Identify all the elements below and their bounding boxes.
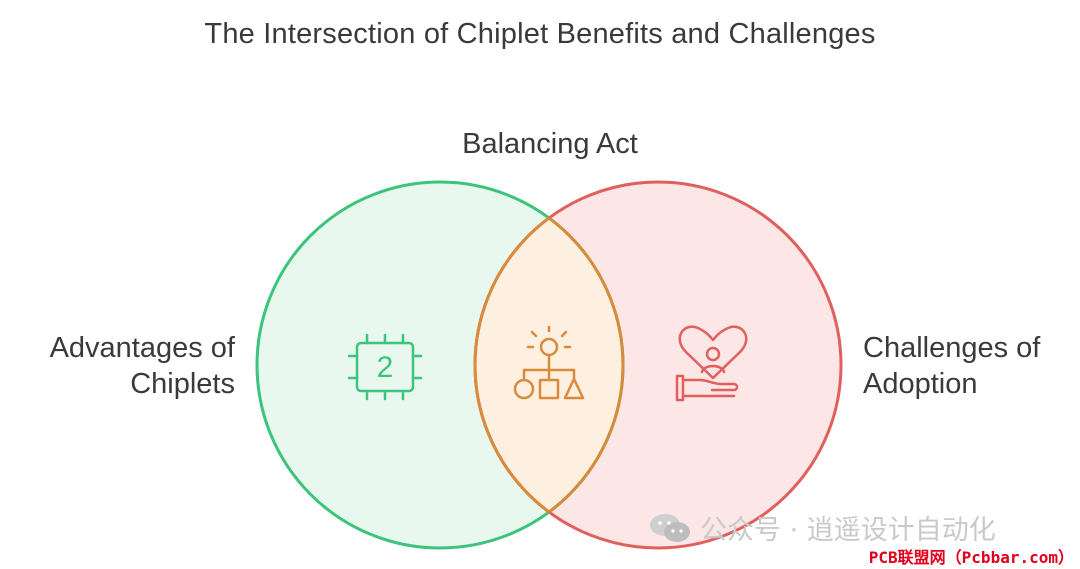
right-set-label-line2: Adoption: [863, 368, 978, 400]
chip-icon: [347, 333, 423, 401]
overlap-label: Balancing Act: [462, 128, 638, 160]
chip-number: 2: [377, 351, 394, 384]
left-set-label: Advantages of Chiplets: [0, 330, 235, 402]
watermark: 公众号 · 逍遥设计自动化: [648, 508, 996, 547]
right-set-label-line1: Challenges of: [863, 332, 1041, 364]
lightbulb-shapes-icon: [513, 325, 585, 400]
overlap-outline: [473, 182, 623, 548]
overlap-region-fill: [475, 182, 623, 548]
wechat-icon: [650, 513, 690, 542]
left-set-label-line2: Chiplets: [130, 368, 235, 400]
right-set-label: Challenges of Adoption: [863, 330, 1078, 402]
footer-source-tag[interactable]: PCB联盟网（Pcbbar.com）: [868, 548, 1074, 567]
heart-hand-user-icon: [675, 325, 748, 402]
overlap-outline-left: [475, 182, 625, 548]
left-set-label-line1: Advantages of: [49, 332, 235, 364]
diagram-title: The Intersection of Chiplet Benefits and…: [204, 18, 876, 50]
watermark-text: 公众号 · 逍遥设计自动化: [700, 515, 996, 546]
